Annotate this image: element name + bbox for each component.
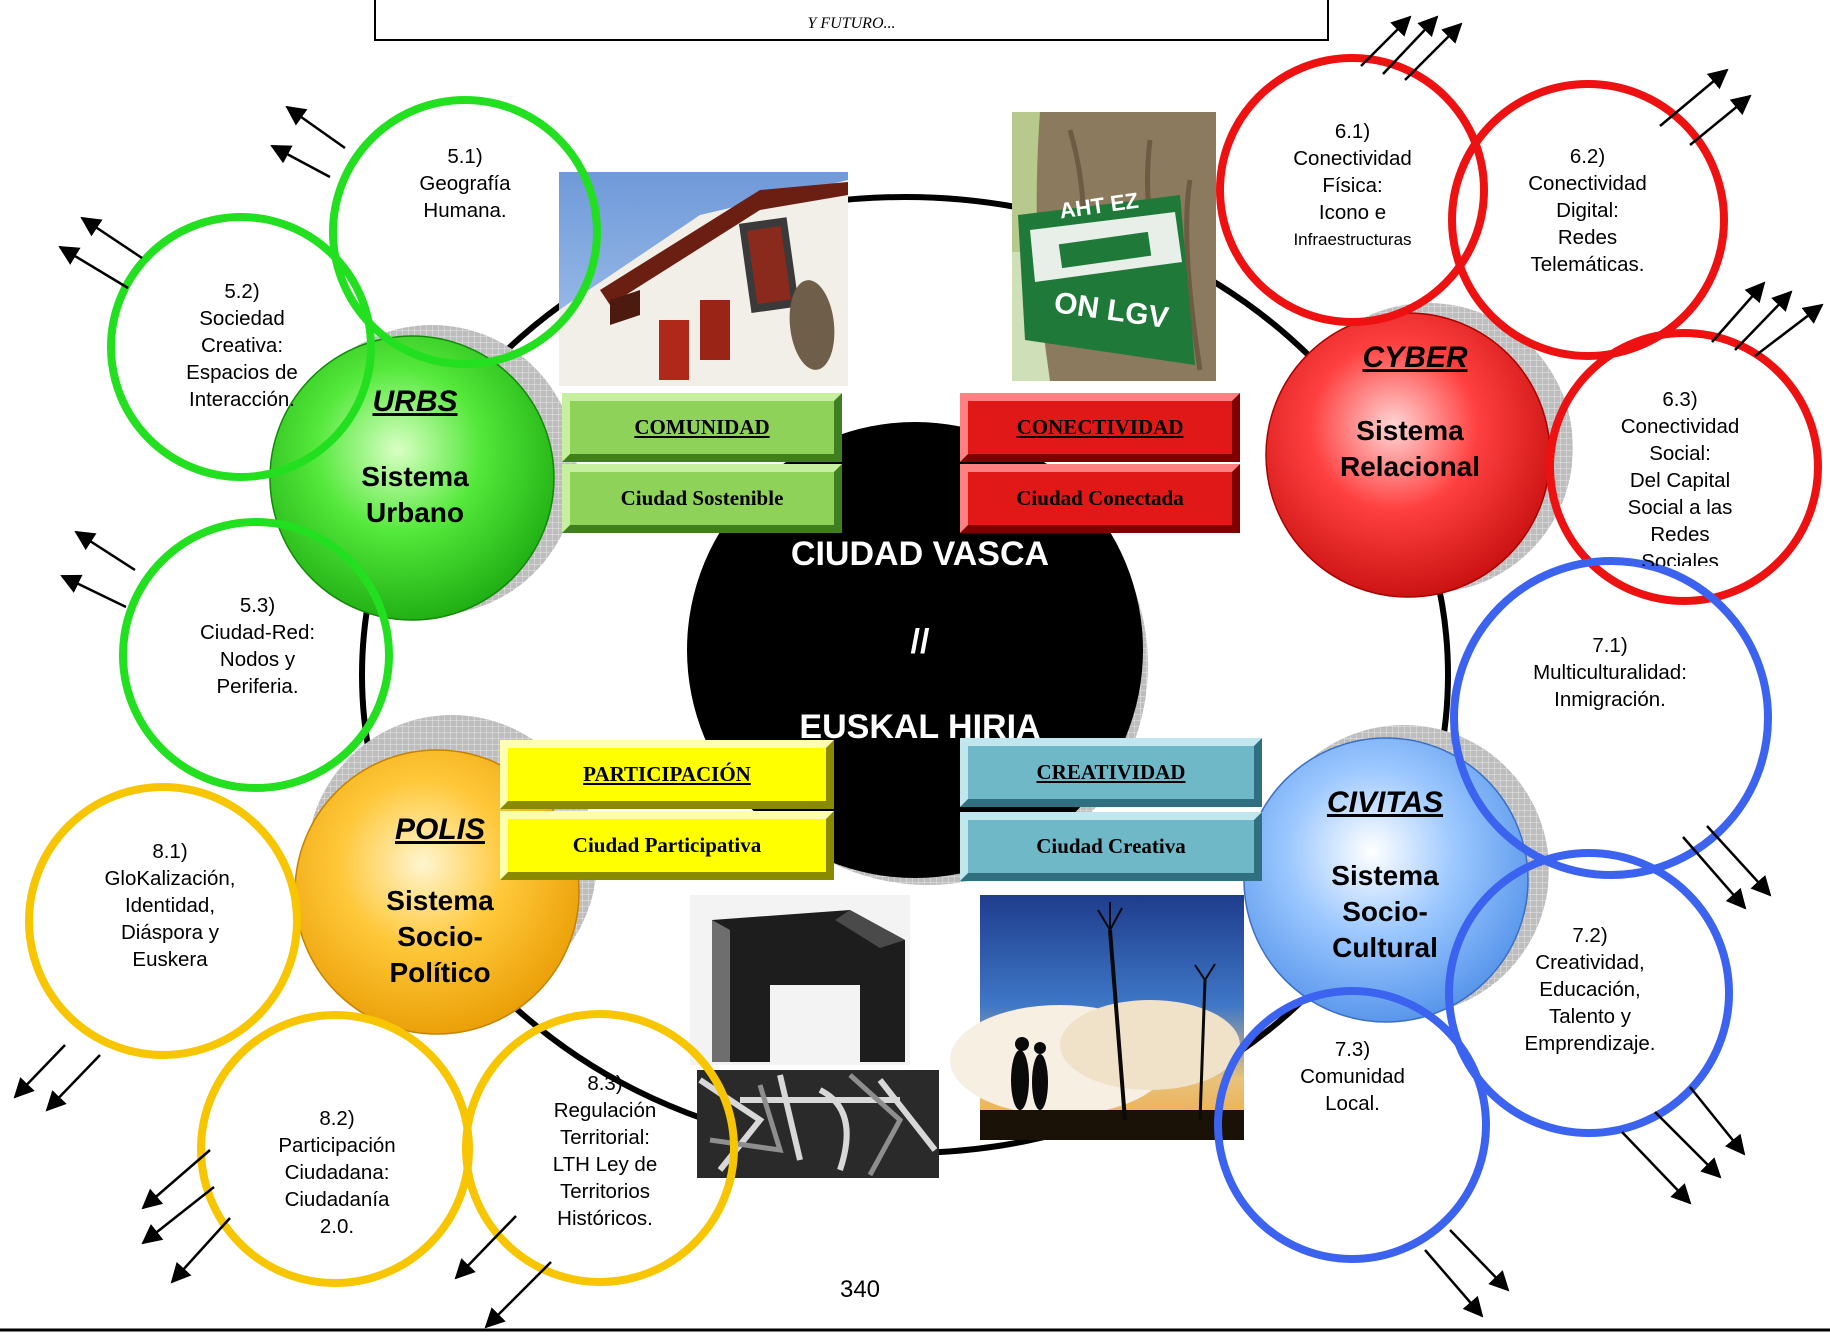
civitas-name: CIVITAS xyxy=(1326,786,1444,819)
page-number: 340 xyxy=(839,1276,881,1303)
center-title-1: CIUDAD VASCA xyxy=(790,535,1050,573)
outward-arrows xyxy=(13,15,1824,1329)
photo-tree-poster: AHT EZ ON LGV xyxy=(1012,112,1216,381)
photo-building xyxy=(559,172,848,386)
arrow xyxy=(141,1186,215,1245)
circle-6-2 xyxy=(1448,80,1728,360)
arrow xyxy=(484,1261,552,1329)
arrow xyxy=(1360,15,1412,67)
circle-6-3 xyxy=(1546,329,1822,605)
arrow xyxy=(13,1044,66,1099)
item-circles xyxy=(25,54,1822,1287)
arrow xyxy=(60,574,127,609)
center-title-2: // xyxy=(910,623,930,661)
circle-7-1 xyxy=(1450,557,1772,879)
polis-name: POLIS xyxy=(394,813,485,846)
circle-5-3 xyxy=(119,518,393,792)
circle-8-3 xyxy=(462,1010,738,1286)
plate-creatividad-subtitle: Ciudad Creativa xyxy=(960,812,1262,881)
plate-participacion-title: PARTICIPACIÓN xyxy=(500,740,834,809)
circle-6-1 xyxy=(1216,54,1488,326)
arrow xyxy=(1654,1111,1722,1179)
arrow xyxy=(1424,1249,1484,1318)
arrow xyxy=(141,1149,211,1210)
photo-sunset xyxy=(950,895,1244,1140)
arrow xyxy=(1711,281,1766,343)
cyber-name: CYBER xyxy=(1362,341,1468,374)
arrow xyxy=(1734,290,1793,351)
plate-comunidad-subtitle: Ciudad Sostenible xyxy=(562,464,842,533)
plate-comunidad: COMUNIDAD Ciudad Sostenible xyxy=(562,393,842,533)
circle-8-1 xyxy=(25,783,301,1059)
plate-comunidad-title: COMUNIDAD xyxy=(562,393,842,462)
plate-conectividad-subtitle: Ciudad Conectada xyxy=(960,464,1240,533)
arrow xyxy=(1754,303,1824,357)
plate-creatividad-title: CREATIVIDAD xyxy=(960,738,1262,807)
arrow xyxy=(1449,1229,1510,1292)
arrow xyxy=(1382,15,1439,75)
arrow xyxy=(1659,68,1729,127)
arrow xyxy=(1621,1131,1692,1205)
arrow xyxy=(45,1054,101,1112)
plate-conectividad: CONECTIVIDAD Ciudad Conectada xyxy=(960,393,1240,533)
plate-conectividad-title: CONECTIVIDAD xyxy=(960,393,1240,462)
urbs-name: URBS xyxy=(372,385,458,418)
arrow xyxy=(1682,836,1747,910)
arrow xyxy=(1689,94,1752,146)
circle-5-2 xyxy=(107,213,375,481)
arrow xyxy=(454,1215,517,1280)
arrow xyxy=(1404,22,1463,81)
arrow xyxy=(285,105,346,150)
circle-7-3 xyxy=(1214,987,1490,1263)
circle-7-2 xyxy=(1445,849,1733,1137)
header-box: Y FUTURO... xyxy=(374,0,1329,41)
circle-5-1 xyxy=(329,96,601,368)
item-7-1-text: 7.1)Multiculturalidad:Inmigración. xyxy=(1533,634,1687,711)
photo-sculpture xyxy=(690,895,910,1065)
arrow xyxy=(58,245,129,290)
plate-participacion: PARTICIPACIÓN Ciudad Participativa xyxy=(500,740,834,880)
arrow xyxy=(270,144,331,179)
arrow xyxy=(1706,825,1772,897)
arrow xyxy=(170,1217,231,1284)
arrow xyxy=(74,530,136,572)
header-text: Y FUTURO... xyxy=(807,15,896,32)
plate-participacion-subtitle: Ciudad Participativa xyxy=(500,811,834,880)
arrow xyxy=(1689,1086,1746,1156)
arrow xyxy=(80,216,143,260)
plate-creatividad: CREATIVIDAD Ciudad Creativa xyxy=(960,738,1262,881)
